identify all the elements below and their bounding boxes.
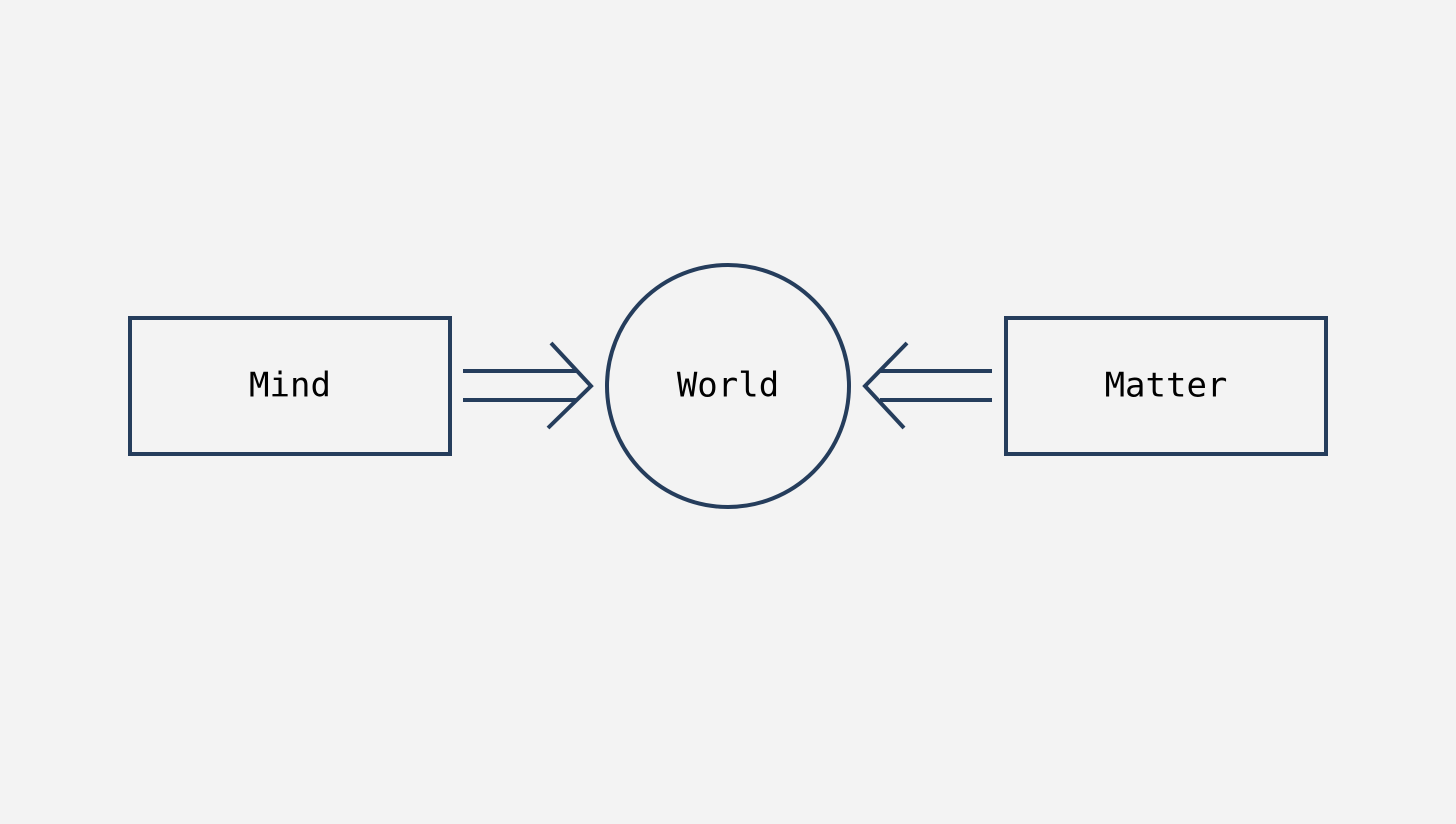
- mind-to-world-arrow: [463, 341, 594, 430]
- mind-node: Mind: [128, 316, 452, 456]
- matter-node: Matter: [1004, 316, 1328, 456]
- matter-box: [1004, 316, 1328, 456]
- mind-box: [128, 316, 452, 456]
- world-label: World: [677, 366, 779, 406]
- arrow-head: [862, 341, 909, 430]
- arrow-head: [546, 341, 594, 430]
- mind-label: Mind: [249, 366, 331, 406]
- matter-to-world-arrow: [862, 341, 992, 430]
- world-node: World: [605, 263, 851, 509]
- matter-label: Matter: [1105, 366, 1228, 406]
- world-circle: [605, 263, 851, 509]
